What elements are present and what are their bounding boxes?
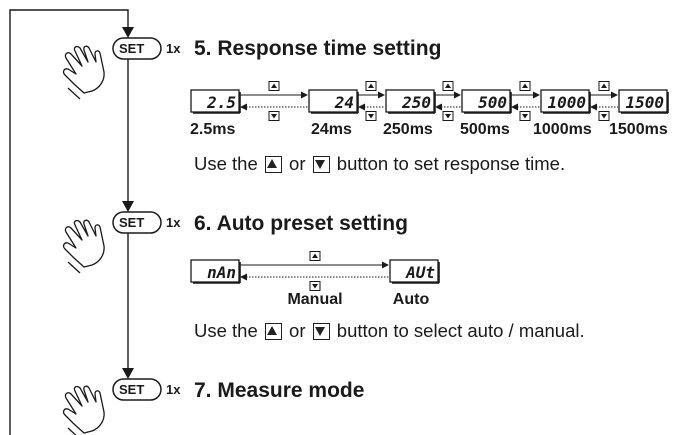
toggle-connector xyxy=(511,91,540,111)
lcd-value: nAn xyxy=(207,263,236,282)
instruction-text: button to select auto / manual. xyxy=(336,320,585,342)
toggle-connector xyxy=(590,91,618,111)
up-arrow-button-icon xyxy=(264,155,282,173)
up-key-icon xyxy=(598,81,610,91)
lcd-value: AUt xyxy=(405,263,435,282)
up-key-icon xyxy=(309,251,321,261)
instruction-text: Use the xyxy=(194,320,258,342)
step-6-title: 6. Auto preset setting xyxy=(194,212,408,235)
value-label: 24ms xyxy=(311,121,352,138)
value-label: 250ms xyxy=(383,121,433,138)
step-5-instruction: Use the or button to set response time. xyxy=(194,152,565,175)
up-key-icon xyxy=(365,81,377,91)
toggle-connector xyxy=(240,91,308,111)
instruction-text: or xyxy=(289,320,306,342)
lcd-value: 1000 xyxy=(547,93,586,112)
set-button-label: SET xyxy=(119,215,145,230)
lcd-display: 1000 xyxy=(540,89,591,114)
up-arrow-button-icon xyxy=(264,322,282,340)
value-label: 2.5ms xyxy=(190,121,236,138)
up-key-icon xyxy=(442,81,454,91)
set-button-label: SET xyxy=(119,382,145,397)
step-6-instruction: Use the or button to select auto / manua… xyxy=(194,319,585,342)
set-button xyxy=(112,37,162,60)
lcd-value: 500 xyxy=(478,93,507,112)
toggle-connector xyxy=(240,261,389,281)
instruction-text: or xyxy=(289,153,306,175)
lcd-value: 250 xyxy=(401,93,431,112)
lcd-value: 2.5 xyxy=(206,93,236,112)
step-7-title: 7. Measure mode xyxy=(194,379,365,402)
value-label: 500ms xyxy=(460,121,510,138)
up-key-icon xyxy=(519,81,531,91)
down-key-icon xyxy=(268,111,280,121)
down-key-icon xyxy=(309,281,321,291)
value-label: Manual xyxy=(287,291,343,308)
set-button xyxy=(112,211,162,234)
value-label: 1000ms xyxy=(533,121,592,138)
lcd-display: AUt xyxy=(389,259,440,284)
press-count: 1x xyxy=(166,41,181,56)
lcd-display: 500 xyxy=(461,89,512,114)
lcd-display: 2.5 xyxy=(190,89,241,114)
down-key-icon xyxy=(365,111,377,121)
set-button-label: SET xyxy=(119,41,145,56)
hand-press-icon xyxy=(62,219,105,274)
down-arrow-button-icon xyxy=(312,155,330,173)
hand-press-icon xyxy=(62,45,105,100)
lcd-display: 24 xyxy=(308,89,359,114)
down-key-icon xyxy=(519,111,531,121)
lcd-value: 1500 xyxy=(625,93,664,112)
set-button xyxy=(112,378,162,401)
hand-press-icon xyxy=(62,385,105,435)
instruction-text: Use the xyxy=(194,153,258,175)
down-key-icon xyxy=(442,111,454,121)
instruction-text: button to set response time. xyxy=(336,153,566,175)
up-key-icon xyxy=(268,81,280,91)
value-label: Auto xyxy=(392,291,430,308)
press-count: 1x xyxy=(166,382,181,397)
toggle-connector xyxy=(435,91,461,111)
toggle-connector xyxy=(358,91,385,111)
lcd-display: 1500 xyxy=(618,89,669,114)
lcd-display: 250 xyxy=(385,89,436,114)
down-key-icon xyxy=(598,111,610,121)
lcd-value: 24 xyxy=(334,93,354,112)
lcd-display: nAn xyxy=(190,259,241,284)
step-5-title: 5. Response time setting xyxy=(194,37,442,60)
press-count: 1x xyxy=(166,215,181,230)
down-arrow-button-icon xyxy=(312,322,330,340)
value-label: 1500ms xyxy=(609,121,668,138)
